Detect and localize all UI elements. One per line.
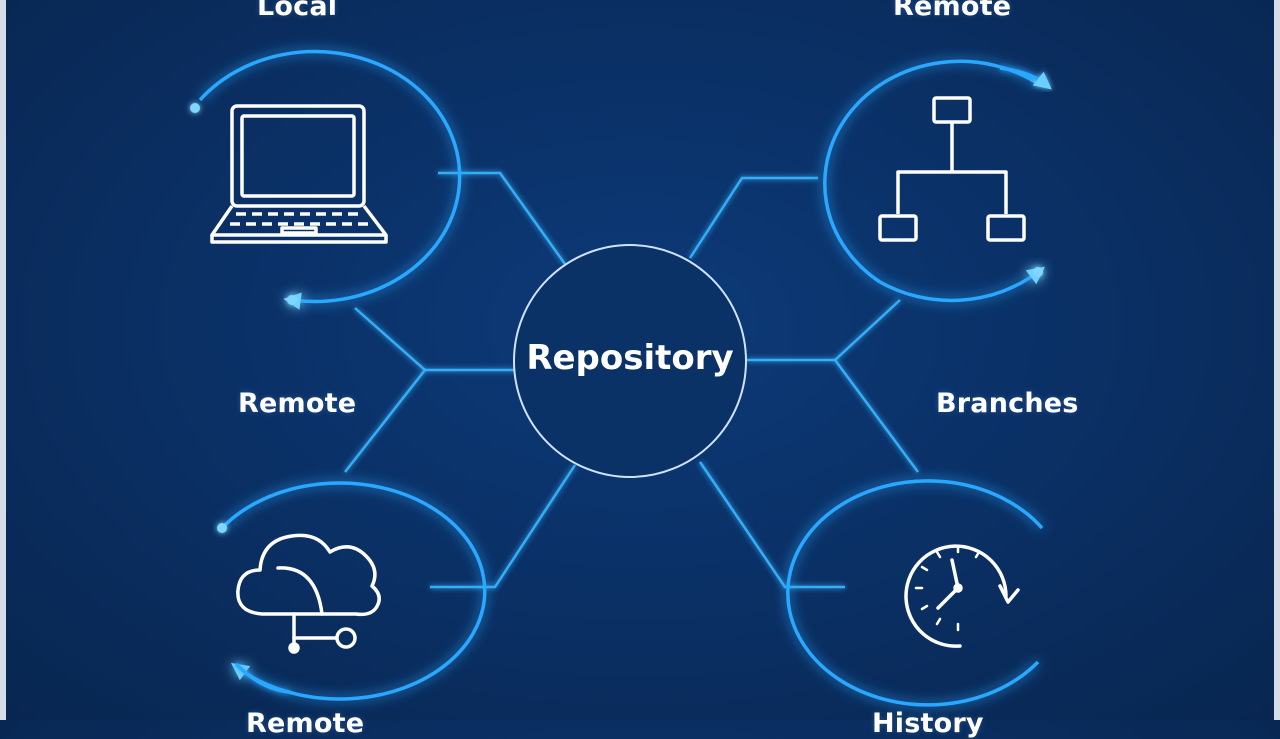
label-history: History bbox=[872, 708, 984, 739]
label-local: Local bbox=[257, 0, 338, 22]
label-branches: Branches bbox=[936, 388, 1079, 419]
repository-label: Repository bbox=[526, 338, 734, 378]
connector-top-left bbox=[438, 171, 567, 265]
cloud-branch-icon bbox=[236, 533, 381, 654]
label-remote-top: Remote bbox=[893, 0, 1012, 22]
hierarchy-node-ring-2 bbox=[879, 266, 1045, 303]
history-node bbox=[786, 479, 1044, 707]
connector-bottom-right bbox=[698, 461, 845, 589]
right-edge-strip bbox=[1274, 0, 1280, 720]
repository-diagram bbox=[190, 49, 1052, 707]
clock-history-icon bbox=[904, 544, 1020, 648]
label-remote-bottom: Remote bbox=[246, 708, 365, 739]
laptop-node-ring bbox=[198, 49, 462, 310]
hierarchy-tree-icon bbox=[878, 96, 1026, 242]
history-node-ring bbox=[786, 479, 1044, 707]
left-edge-strip bbox=[0, 0, 6, 720]
connector-bottom-left bbox=[430, 464, 577, 589]
connector-mid-left bbox=[354, 307, 515, 372]
connector-top-right bbox=[688, 176, 818, 259]
cloud-node-ring bbox=[220, 481, 487, 701]
repository-circle bbox=[513, 244, 747, 478]
connector-left-down bbox=[344, 369, 426, 473]
cloud-node bbox=[217, 481, 487, 701]
connector-mid-right bbox=[745, 299, 901, 362]
connector-right-down bbox=[833, 359, 920, 473]
laptop-node bbox=[190, 49, 462, 310]
connector-lines bbox=[344, 171, 920, 589]
hierarchy-node-ring-1 bbox=[823, 59, 1041, 284]
label-remote-mid: Remote bbox=[238, 388, 357, 419]
laptop-icon bbox=[210, 104, 388, 244]
hierarchy-node bbox=[823, 59, 1052, 303]
